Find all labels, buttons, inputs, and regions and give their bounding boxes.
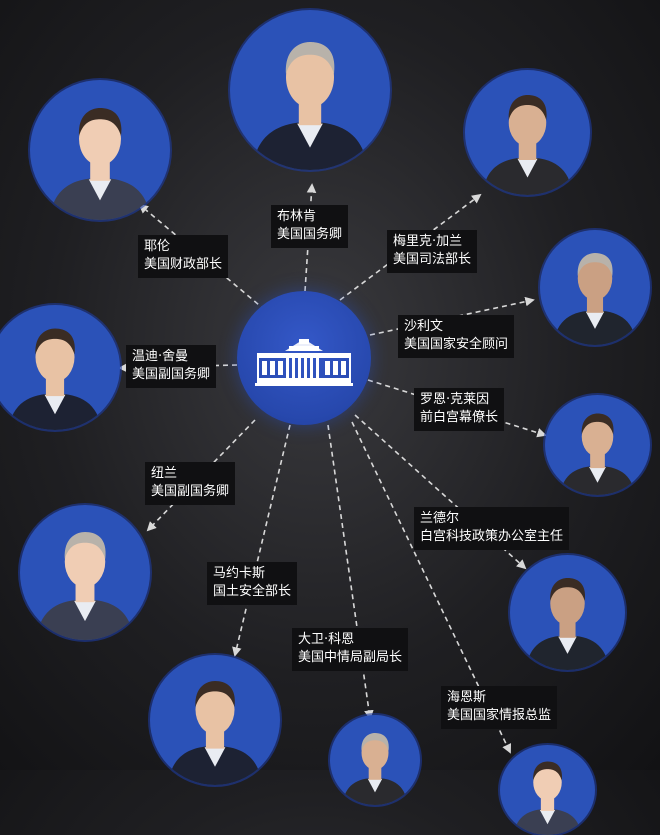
name-sullivan: 沙利文 bbox=[404, 319, 444, 334]
portrait-klain bbox=[545, 395, 650, 495]
label-blinken: 布林肯 美国国务卿 bbox=[271, 205, 349, 248]
label-cohen: 大卫·科恩 美国中情局副局长 bbox=[292, 628, 409, 671]
label-nuland: 纽兰 美国副国务卿 bbox=[145, 462, 236, 505]
title-cohen: 美国中情局副局长 bbox=[298, 650, 403, 665]
title-mayorkas: 国土安全部长 bbox=[213, 584, 292, 599]
label-mayorkas: 马约卡斯 国土安全部长 bbox=[207, 562, 298, 605]
title-haines: 美国国家情报总监 bbox=[447, 708, 552, 723]
label-haines: 海恩斯 美国国家情报总监 bbox=[441, 686, 558, 729]
label-lander: 兰德尔 白宫科技政策办公室主任 bbox=[414, 507, 570, 550]
connector-mayorkas bbox=[232, 424, 291, 657]
person-photo-icon bbox=[553, 253, 637, 345]
person-photo-icon bbox=[252, 42, 368, 170]
person-photo-icon bbox=[8, 328, 102, 430]
label-yellen: 耶伦 美国财政部长 bbox=[138, 235, 229, 278]
title-sullivan: 美国国家安全顾问 bbox=[404, 337, 509, 352]
name-klain: 罗恩·克莱因 bbox=[420, 392, 490, 407]
person-photo-icon bbox=[560, 413, 635, 495]
title-klain: 前白宫幕僚长 bbox=[420, 410, 499, 425]
title-nuland: 美国副国务卿 bbox=[151, 484, 230, 499]
name-garland: 梅里克·加兰 bbox=[393, 234, 463, 249]
title-yellen: 美国财政部长 bbox=[144, 257, 223, 272]
portrait-haines bbox=[500, 745, 595, 835]
portrait-blinken bbox=[230, 10, 390, 170]
org-diagram: 布林肯 美国国务卿 梅里克·加兰 美国司法部长 耶伦 美国财政部长 沙利文 美国… bbox=[0, 10, 650, 835]
portrait-mayorkas bbox=[150, 655, 280, 785]
portrait-sherman bbox=[0, 305, 120, 430]
portrait-nuland bbox=[20, 505, 150, 640]
white-house-hub bbox=[237, 291, 371, 425]
person-photo-icon bbox=[49, 108, 151, 220]
name-nuland: 纽兰 bbox=[151, 466, 178, 481]
label-sullivan: 沙利文 美国国家安全顾问 bbox=[398, 315, 515, 358]
name-lander: 兰德尔 bbox=[420, 511, 460, 526]
connector-garland bbox=[339, 193, 482, 301]
portrait-cohen bbox=[330, 715, 420, 805]
person-photo-icon bbox=[482, 95, 573, 195]
name-sherman: 温迪·舍曼 bbox=[132, 349, 189, 364]
name-yellen: 耶伦 bbox=[144, 239, 171, 254]
title-garland: 美国司法部长 bbox=[393, 252, 472, 267]
person-photo-icon bbox=[513, 761, 582, 835]
person-photo-icon bbox=[342, 733, 408, 805]
name-blinken: 布林肯 bbox=[277, 209, 317, 224]
title-lander: 白宫科技政策办公室主任 bbox=[420, 529, 564, 544]
portrait-lander bbox=[510, 555, 625, 670]
title-blinken: 美国国务卿 bbox=[277, 227, 343, 242]
label-klain: 罗恩·克莱因 前白宫幕僚长 bbox=[414, 388, 505, 431]
person-photo-icon bbox=[168, 681, 262, 785]
white-house-icon bbox=[255, 339, 353, 386]
name-cohen: 大卫·科恩 bbox=[298, 632, 355, 647]
label-garland: 梅里克·加兰 美国司法部长 bbox=[387, 230, 478, 273]
label-sherman: 温迪·舍曼 美国副国务卿 bbox=[126, 345, 217, 388]
name-mayorkas: 马约卡斯 bbox=[213, 566, 266, 581]
portrait-garland bbox=[465, 70, 590, 195]
portrait-yellen bbox=[30, 80, 170, 220]
name-haines: 海恩斯 bbox=[447, 690, 487, 705]
portrait-sullivan bbox=[540, 230, 650, 345]
person-photo-icon bbox=[36, 532, 134, 640]
connector-haines bbox=[351, 421, 512, 754]
title-sherman: 美国副国务卿 bbox=[132, 367, 211, 382]
person-photo-icon bbox=[526, 578, 609, 670]
connector-cohen bbox=[327, 424, 374, 720]
